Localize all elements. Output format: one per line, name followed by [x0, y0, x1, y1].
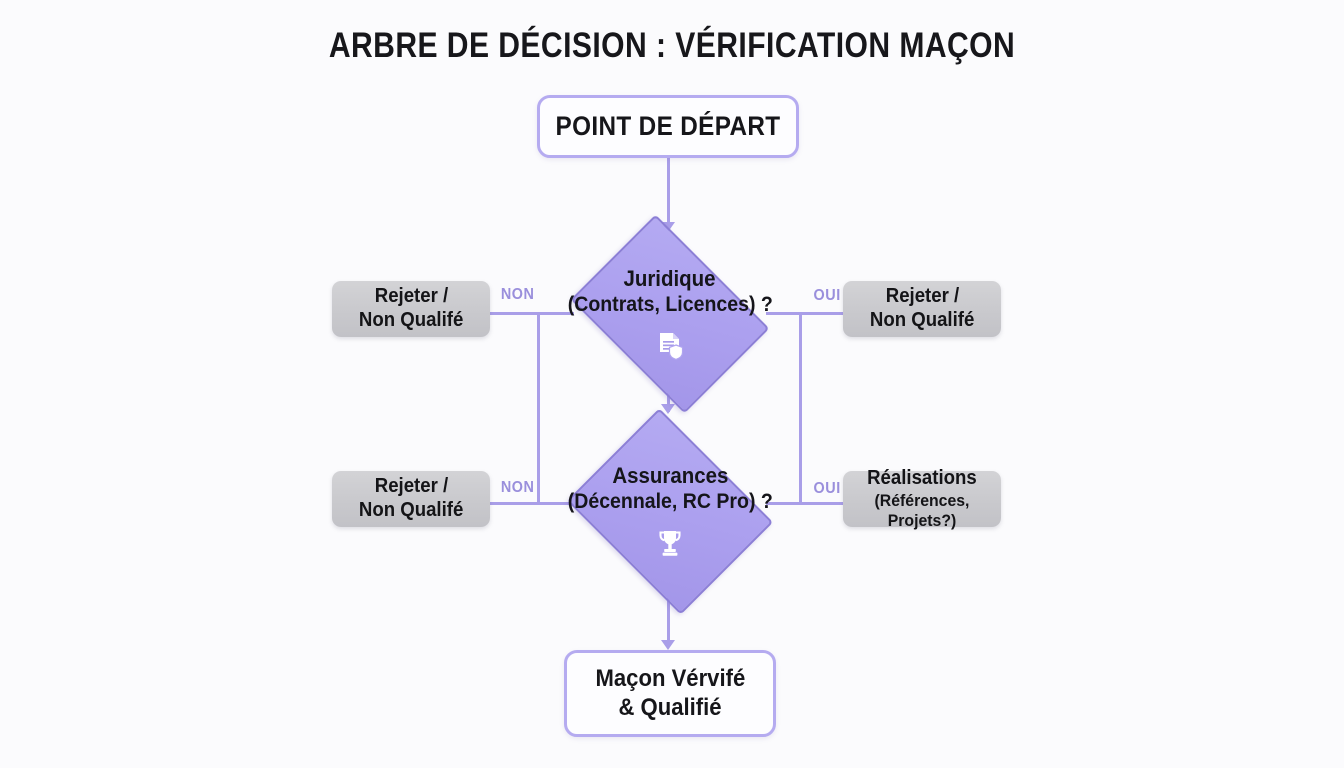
- node-start-label: POINT DE DÉPART: [555, 110, 781, 141]
- node-juridique-line1: Juridique: [623, 265, 717, 291]
- connector-assurances-to-end: [667, 596, 670, 644]
- node-end[interactable]: Maçon Vérvifé & Qualifié: [564, 650, 776, 737]
- node-reject-right-top[interactable]: Rejeter / Non Qualifé: [843, 281, 1001, 337]
- node-reject-left-top-line1: Rejeter /: [374, 285, 448, 308]
- node-reject-left-bottom[interactable]: Rejeter / Non Qualifé: [332, 471, 490, 527]
- node-reject-right-top-line1: Rejeter /: [885, 285, 959, 308]
- branch-label-non-bottom: NON: [500, 479, 535, 496]
- node-reject-right-top-line2: Non Qualifé: [869, 309, 975, 331]
- connector-juridique-non: [490, 312, 574, 315]
- branch-label-oui-bottom: OUI: [813, 480, 841, 497]
- connector-juridique-to-assurances: [667, 390, 670, 412]
- connector-start-to-juridique: [667, 158, 670, 226]
- connector-juridique-oui: [766, 312, 845, 315]
- node-outcome-realisations[interactable]: Réalisations (Références, Projets?): [843, 467, 1001, 530]
- connector-left-rail: [537, 312, 540, 502]
- node-realisations-line2: (Références, Projets?): [874, 490, 970, 530]
- diamond-content: Assurances (Décennale, RC Pro) ?: [556, 419, 784, 604]
- node-end-line2: & Qualifié: [618, 693, 722, 721]
- arrowhead-assurances-to-end: [661, 640, 675, 650]
- node-assurances-line1: Assurances: [611, 463, 729, 489]
- page-title: ARBRE DE DÉCISION : VÉRIFICATION MAÇON: [328, 26, 1016, 65]
- arrowhead-juridique-to-assurances: [661, 404, 675, 414]
- node-reject-left-top[interactable]: Rejeter / Non Qualifé: [332, 281, 490, 337]
- node-decision-juridique[interactable]: Juridique (Contrats, Licences) ?: [556, 214, 784, 414]
- node-juridique-line2: (Contrats, Licences) ?: [567, 292, 773, 316]
- connector-assurances-non: [490, 502, 574, 505]
- document-shield-icon: [653, 328, 687, 362]
- node-end-line1: Maçon Vérvifé: [595, 665, 745, 693]
- node-reject-left-top-line2: Non Qualifé: [358, 309, 464, 331]
- node-decision-assurances[interactable]: Assurances (Décennale, RC Pro) ?: [556, 408, 784, 615]
- diamond-content: Juridique (Contrats, Licences) ?: [556, 229, 784, 399]
- node-realisations-line1: Réalisations: [867, 467, 977, 490]
- node-start[interactable]: POINT DE DÉPART: [537, 95, 799, 158]
- trophy-icon: [653, 526, 687, 560]
- branch-label-non-top: NON: [500, 286, 535, 303]
- connector-assurances-oui: [766, 502, 845, 505]
- node-reject-left-bottom-line2: Non Qualifé: [358, 499, 464, 521]
- node-assurances-line2: (Décennale, RC Pro) ?: [567, 490, 773, 514]
- connector-right-rail: [799, 312, 802, 502]
- branch-label-oui-top: OUI: [813, 287, 841, 304]
- node-reject-left-bottom-line1: Rejeter /: [374, 475, 448, 498]
